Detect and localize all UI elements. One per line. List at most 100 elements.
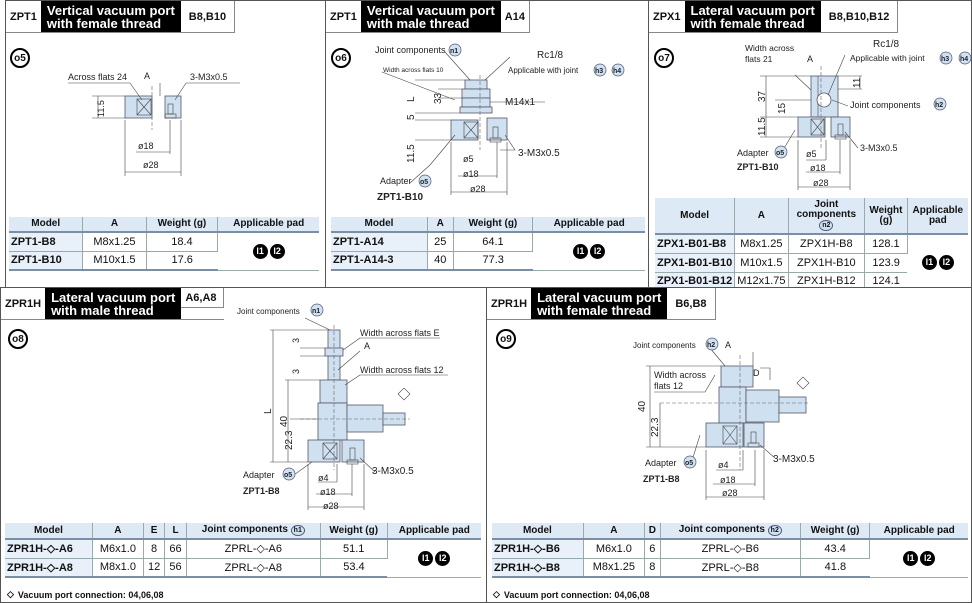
table-cell: 18.4 [146, 232, 219, 252]
table-cell: ZPX1H-B10 [788, 253, 866, 273]
diamond-icon: ◇ [493, 589, 500, 599]
column-header-label: Joint components [201, 524, 288, 535]
size-codes: B8,B10,B12 [821, 1, 899, 32]
column-header-label: Applicable pad [233, 218, 305, 229]
pad-icon: l2 [938, 255, 954, 271]
column-header-label: Weight (g) [869, 204, 903, 226]
table-cell: ZPT1-A14-3 [331, 251, 428, 271]
column-header: Model [655, 198, 736, 235]
column-header: L [164, 523, 187, 540]
table-cell: M10x1.5 [82, 251, 147, 271]
table-cell: M8x1.25 [734, 234, 789, 254]
table-cell: M6x1.0 [583, 539, 645, 559]
pad-icon: l2 [435, 550, 451, 566]
title-line: Lateral vacuum port [690, 2, 815, 18]
column-header-label: L [172, 524, 179, 536]
column-header: Applicable pad [532, 217, 645, 233]
section-badge: o7 [654, 48, 674, 68]
column-header-label: Model [522, 524, 552, 536]
table-cell: ZPR1H-◇-A6 [5, 539, 93, 559]
table-cell: 56 [164, 558, 187, 578]
title-line: Vertical vacuum port [46, 2, 175, 18]
column-header-label: A [610, 524, 618, 536]
title-line: with female thread [46, 15, 162, 31]
section-badge: o5 [10, 48, 30, 68]
title-line: with female thread [537, 302, 652, 318]
column-header-label: A [110, 218, 119, 229]
column-header: Model [492, 523, 584, 540]
column-header-label: Weight (g) [157, 218, 207, 229]
table-cell: 123.9 [864, 253, 908, 273]
table-cell: ZPX1-B01-B8 [655, 234, 736, 254]
table-cell: ZPRL-◇-B8 [660, 558, 801, 578]
table-cell: ZPRL-◇-A6 [186, 539, 321, 559]
column-header-label: Weight (g) [329, 524, 379, 536]
column-header-label: Applicable pad [398, 524, 470, 536]
title-line: Vertical vacuum port [366, 2, 495, 18]
column-header: Weight (g) [864, 198, 908, 235]
pad-icon: l1 [573, 243, 589, 259]
table-cell: 8 [644, 558, 661, 578]
table-cell: 12 [143, 558, 166, 578]
pad-icon: l1 [252, 243, 268, 259]
column-header: Weight (g) [800, 523, 871, 540]
column-header: Model [9, 217, 84, 233]
table-cell: M6x1.0 [92, 539, 144, 559]
table-cell: ZPR1H-◇-B8 [492, 558, 584, 578]
title-line: Lateral vacuum port [537, 289, 662, 305]
table-cell: 77.3 [453, 251, 533, 271]
column-header: A [734, 198, 789, 235]
pad-icon: l2 [920, 550, 936, 566]
title-line: with female thread [690, 15, 805, 31]
section-badge: o6 [331, 48, 351, 68]
table-cell: ZPX1H-B8 [788, 234, 866, 254]
column-header-label: Model [34, 524, 63, 536]
column-header: Model [331, 217, 428, 233]
table-cell: 25 [427, 232, 454, 252]
column-header: Joint components h2 [660, 523, 801, 540]
table-cell: 53.4 [320, 558, 388, 578]
series-code: ZPR1H [491, 297, 528, 310]
series-code: ZPT1 [10, 10, 37, 23]
column-header-label: D [648, 524, 656, 536]
column-header: Weight (g) [320, 523, 388, 540]
size-codes: B6,B8 [667, 288, 716, 319]
ref-badge: n2 [819, 220, 834, 231]
table-cell: ZPT1-B10 [9, 251, 84, 271]
footnote: ◇Vacuum port connection: 04,06,08 [7, 589, 163, 600]
column-header-label: Applicable pad [553, 218, 625, 229]
diamond-icon: ◇ [7, 589, 14, 599]
table-cell: M8x1.25 [583, 558, 645, 578]
column-header-label: Joint components [678, 524, 765, 535]
column-header-label: A [436, 218, 444, 229]
column-header-label: A [757, 209, 765, 221]
column-header: D [644, 523, 661, 540]
column-header-label: A [114, 524, 122, 536]
table-cell: 17.6 [146, 251, 218, 271]
column-header: Applicable pad [387, 523, 481, 540]
section-badge: o9 [496, 329, 516, 349]
table-cell: 66 [164, 539, 187, 559]
table-cell: ZPX1-B01-B10 [655, 253, 736, 273]
size-codes: A14 [501, 1, 530, 32]
column-header-label: Weight (g) [468, 218, 518, 229]
